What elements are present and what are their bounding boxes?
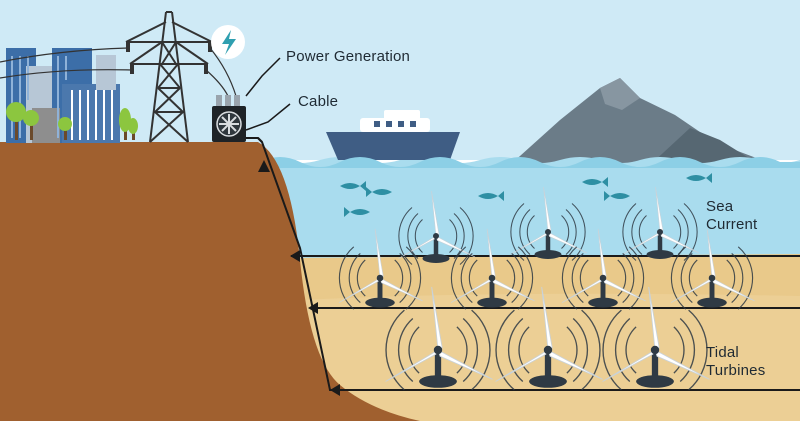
tidal-turbine [670,228,755,310]
label-cable-text: Cable [298,93,339,110]
tidal-turbine [385,286,493,391]
label-tidal-turbines-line1: Tidal [706,344,739,361]
tidal-turbine [510,186,588,261]
label-tidal-turbines: Tidal Turbines [706,344,765,380]
wave-crest [260,157,800,168]
tidal-turbine [602,286,710,391]
ship [326,110,460,160]
label-power-generation-text: Power Generation [286,48,411,65]
cable-arrows [258,160,340,396]
label-sea-current-line2: Current [706,216,758,233]
leader-lines [245,57,291,131]
tidal-turbine [561,228,646,310]
mountains [510,78,775,165]
trees [6,102,138,140]
power-generator-icon [212,95,246,142]
label-power-generation: Power Generation [286,48,410,66]
label-cable: Cable [298,93,338,111]
tidal-turbine [450,228,535,310]
land-cliff [0,142,420,421]
label-sea-current: Sea Current [706,198,757,234]
label-tidal-turbines-line2: Turbines [706,362,766,379]
tidal-turbine [338,228,423,310]
label-sea-current-line1: Sea [706,198,734,215]
lightning-bolt-icon [211,25,245,59]
fish-school [340,173,712,217]
tidal-turbine [398,190,476,265]
tidal-turbine [495,286,603,391]
insulators [126,42,212,74]
transmission-tower-icon [0,11,237,143]
